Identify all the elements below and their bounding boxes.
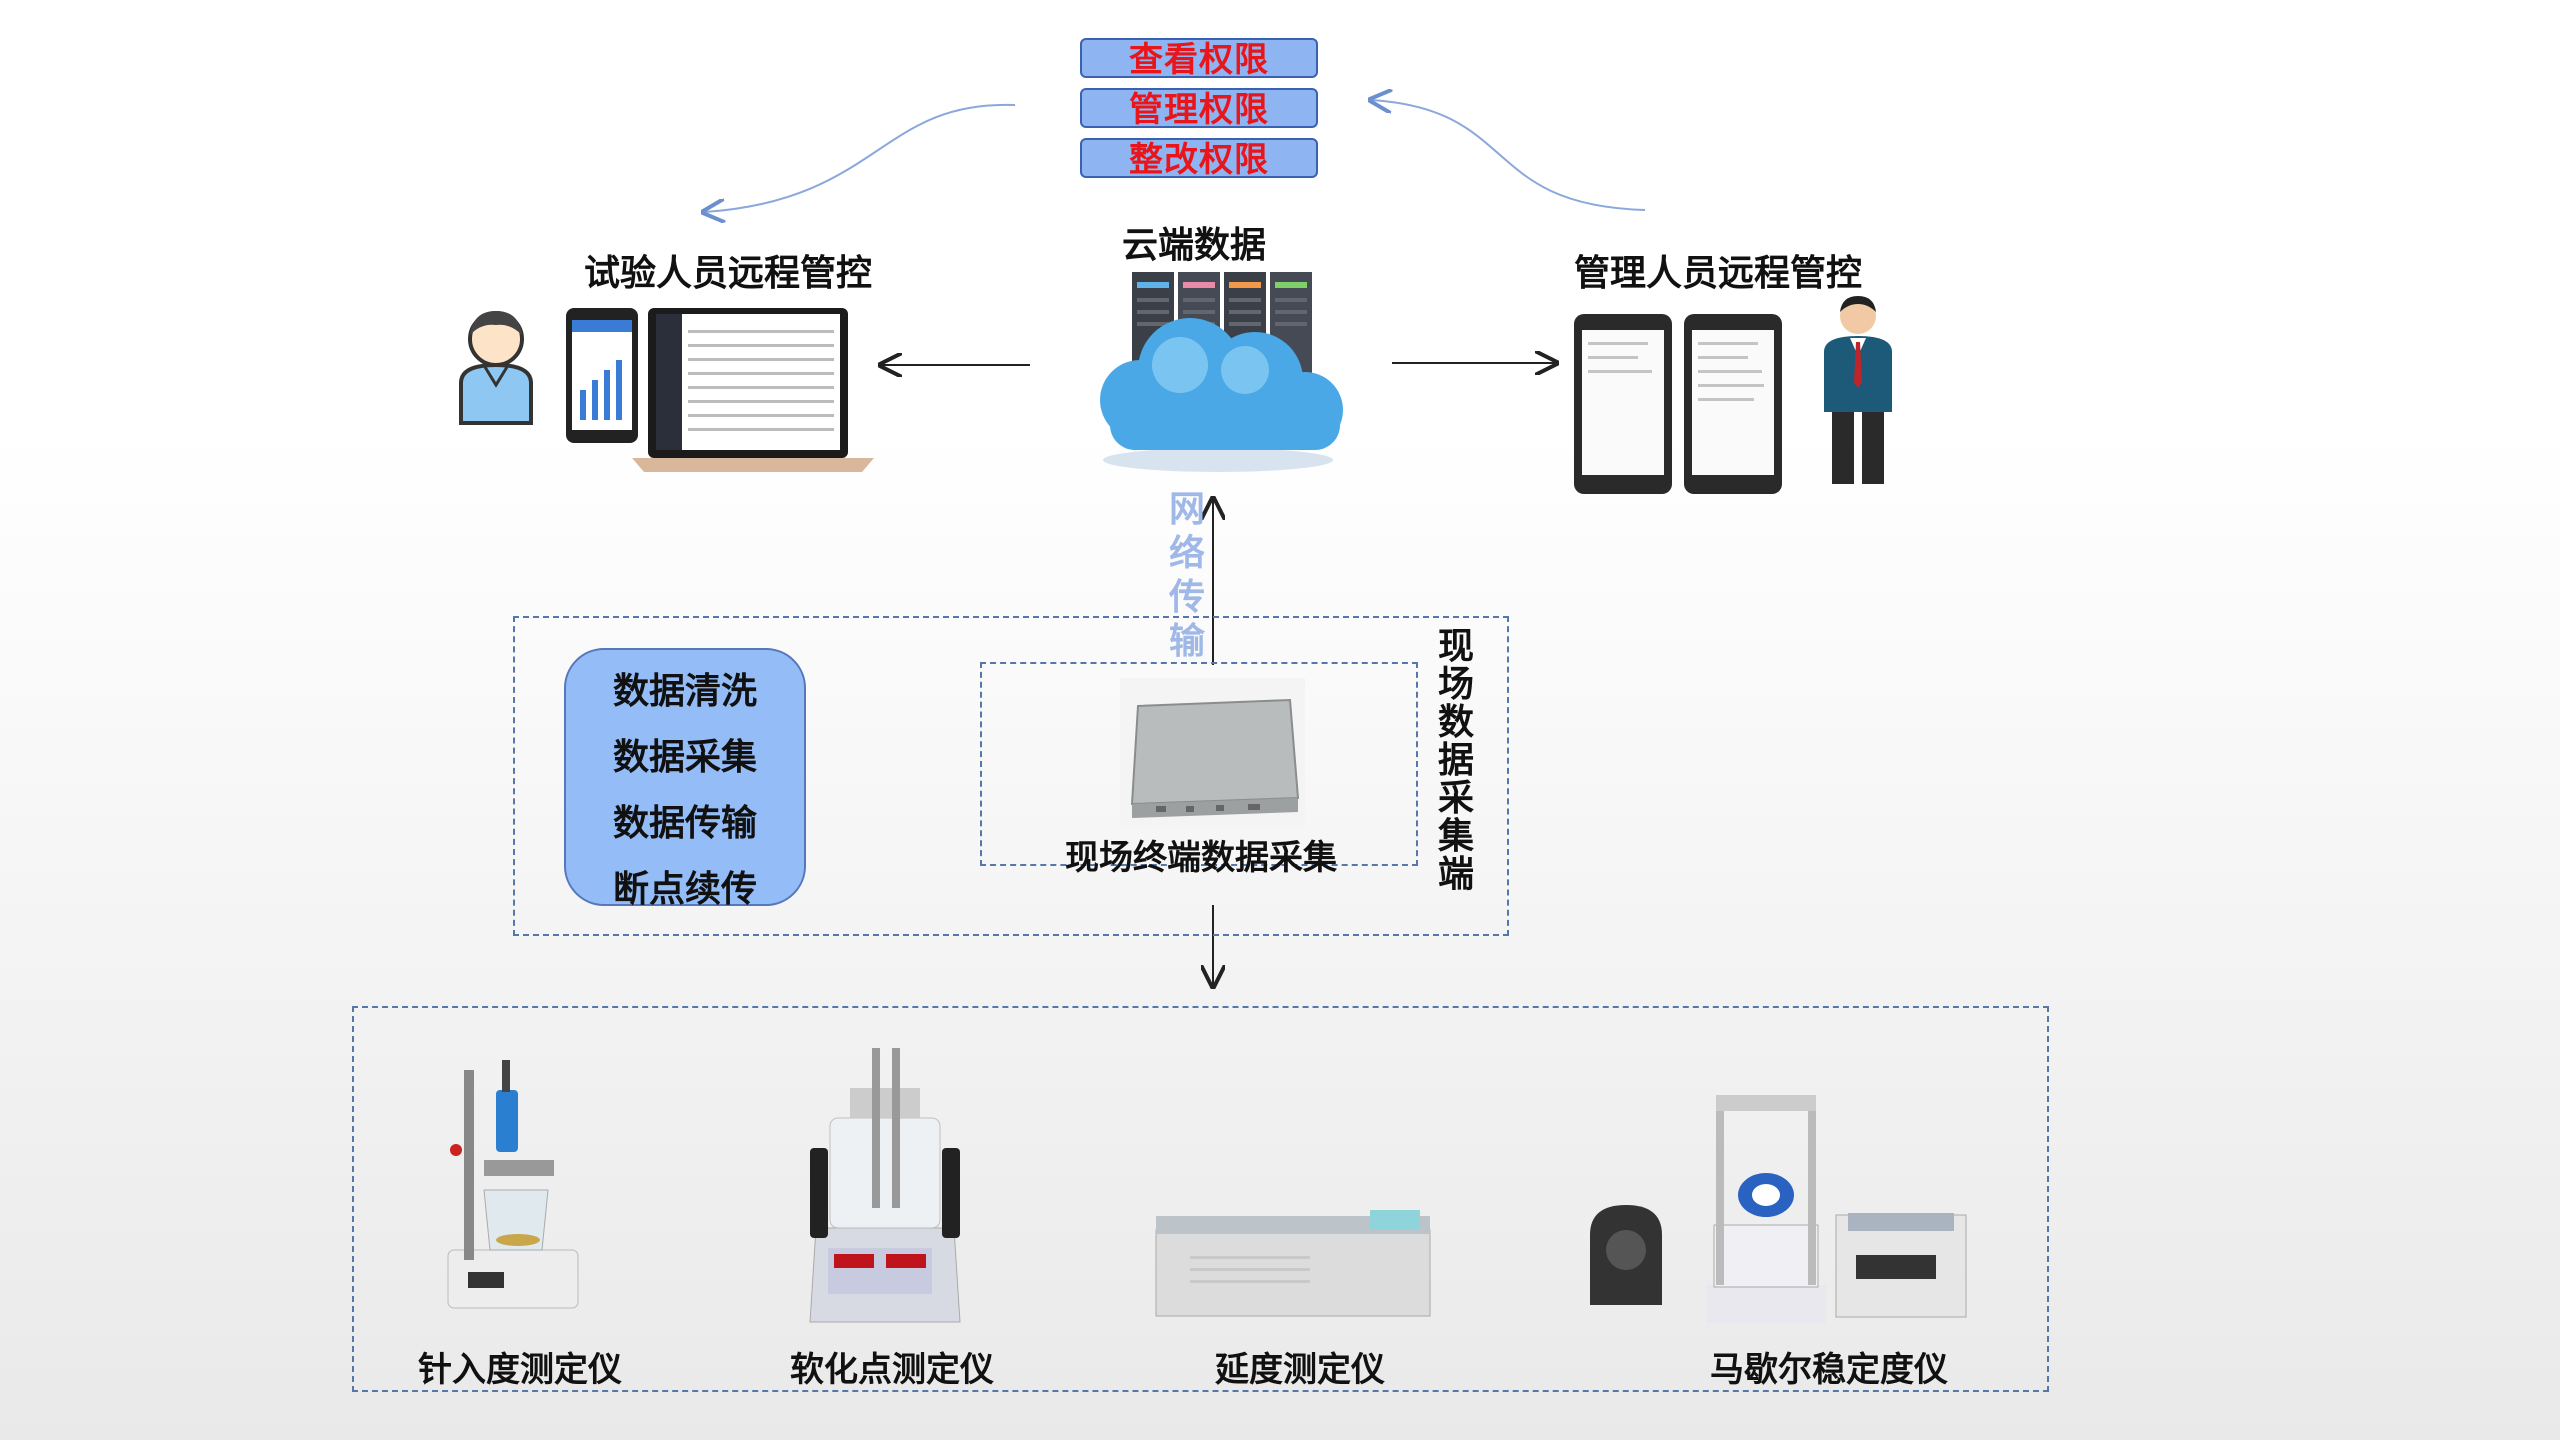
tester-avatar-icon <box>459 311 533 425</box>
network-char: 络 <box>1168 533 1205 574</box>
instrument-label-marshall: 马歇尔稳定度仪 <box>1710 1350 1948 1390</box>
tester-label: 试验人员远程管控 <box>584 253 873 294</box>
instrument-label-penetration: 针入度测定仪 <box>418 1350 622 1390</box>
tester-devices-image <box>566 308 874 472</box>
manager-person-icon <box>1824 296 1892 484</box>
permission-view: 查看权限 <box>1080 38 1318 80</box>
permission-rectify: 整改权限 <box>1080 138 1318 180</box>
terminal-box <box>980 662 1418 866</box>
instrument-label-softening: 软化点测定仪 <box>790 1350 994 1390</box>
site-char: 集 <box>1437 816 1474 857</box>
site-char: 据 <box>1437 740 1474 781</box>
site-collection-label: 现 场 数 据 采 集 端 <box>1434 628 1478 894</box>
ductility-tester-image <box>1155 1210 1431 1317</box>
network-char: 输 <box>1168 621 1205 662</box>
penetration-tester-image <box>447 1060 579 1309</box>
terminal-label: 现场终端数据采集 <box>1065 838 1337 878</box>
function-list: 数据清洗 数据采集 数据传输 断点续传 <box>564 648 806 910</box>
terminal-device-image <box>1120 678 1305 828</box>
manager-phones-image <box>1574 314 1782 494</box>
manager-label: 管理人员远程管控 <box>1574 253 1863 294</box>
function-item: 断点续传 <box>612 869 757 910</box>
softening-point-tester-image <box>809 1048 961 1323</box>
network-char: 传 <box>1168 577 1205 618</box>
instruments-box <box>352 1006 2049 1392</box>
marshall-stability-tester-image <box>1590 1095 1967 1323</box>
site-char: 现 <box>1437 626 1474 667</box>
function-item: 数据采集 <box>612 737 757 778</box>
permission-manage: 管理权限 <box>1080 88 1318 130</box>
cloud-label: 云端数据 <box>1122 225 1267 266</box>
site-char: 采 <box>1437 778 1474 819</box>
site-collection-box <box>513 616 1509 936</box>
cloud-server-image <box>1100 272 1343 472</box>
instrument-label-ductility: 延度测定仪 <box>1215 1350 1385 1390</box>
network-char: 网 <box>1168 489 1205 530</box>
site-char: 数 <box>1437 702 1474 743</box>
function-item: 数据传输 <box>612 803 757 844</box>
function-item: 数据清洗 <box>612 671 757 712</box>
site-char: 端 <box>1437 854 1474 895</box>
site-char: 场 <box>1437 664 1474 705</box>
network-transmission-label: 网 络 传 输 <box>1165 488 1209 664</box>
